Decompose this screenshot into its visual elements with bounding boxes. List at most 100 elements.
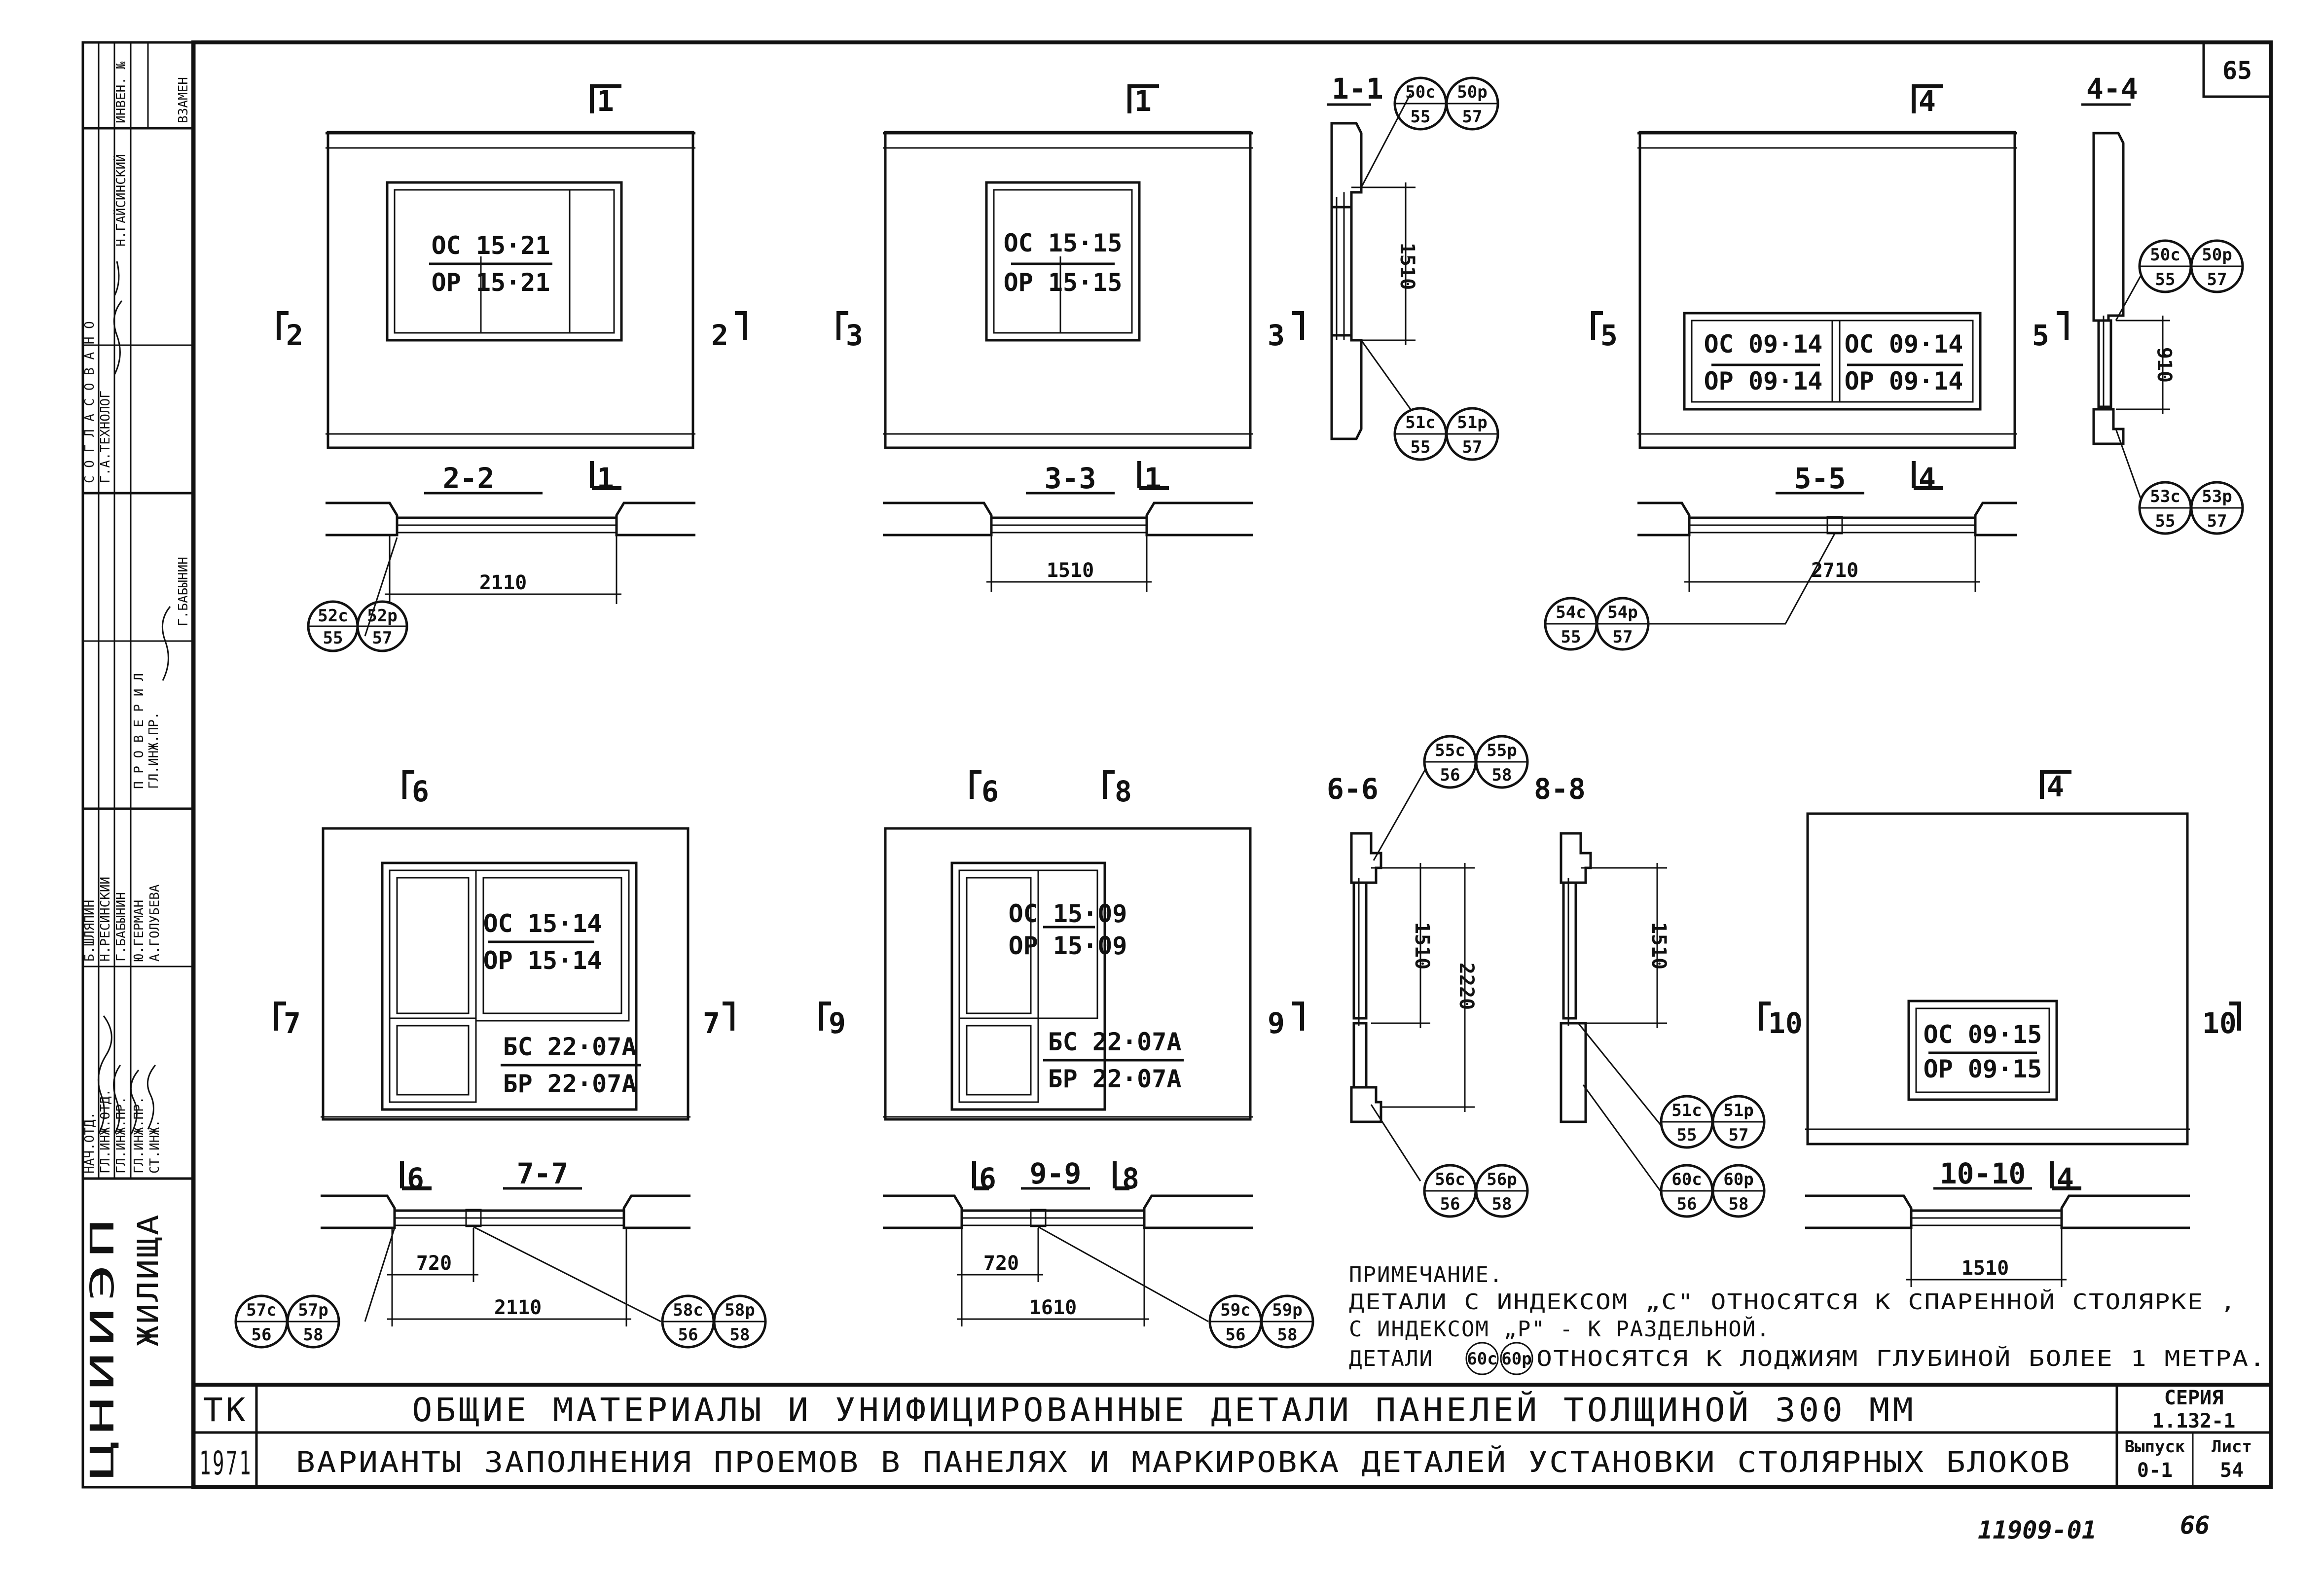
section-6-6: 6-6 1510 2220 55с 56 55р 58 56с 56 56р 5… bbox=[1327, 735, 1529, 1218]
panel-3-section-label: 5-5 bbox=[1794, 462, 1846, 495]
panel-5-section-cut-right: 8 bbox=[1122, 1162, 1139, 1195]
series-value: 1.132-1 bbox=[2152, 1410, 2236, 1432]
bubble-55p-top: 55р bbox=[1487, 741, 1517, 760]
tk-label: ТК bbox=[203, 1391, 248, 1429]
panel-4-section-cut: 6 bbox=[407, 1162, 424, 1195]
note-badge-60p: 60р bbox=[1501, 1349, 1531, 1369]
stamp-change: ВЗАМЕН bbox=[176, 77, 191, 123]
panel-5-cut-left: 9 bbox=[829, 1006, 846, 1040]
archive-page: 66 bbox=[2180, 1511, 2210, 1539]
archive-number: 11909-01 bbox=[1978, 1516, 2097, 1544]
stamp-inv: ИНВЕН. № bbox=[114, 61, 129, 123]
bubble-50p-1-top: 50р bbox=[1457, 82, 1487, 102]
bubble-51p-1-bottom: 57 bbox=[1462, 437, 1483, 457]
bubble-56c-bottom: 56 bbox=[1440, 1194, 1460, 1214]
bubble-56p-bottom: 58 bbox=[1492, 1194, 1512, 1214]
panel-3-mark-2: ОР 09·14 bbox=[1704, 367, 1823, 395]
signature-7 bbox=[161, 606, 171, 681]
note-line-2: С ИНДЕКСОМ „Р" - К РАЗДЕЛЬНОЙ. bbox=[1349, 1316, 1771, 1342]
signature-5 bbox=[113, 300, 123, 375]
note-line-1: ДЕТАЛИ С ИНДЕКСОМ „С" ОТНОСЯТСЯ К СПАРЕН… bbox=[1349, 1289, 2237, 1315]
bubble-57c-top: 57с bbox=[246, 1300, 276, 1320]
panel-5-cut-top: 6 bbox=[981, 775, 999, 808]
bubble-50p-1-bottom: 57 bbox=[1462, 107, 1483, 127]
panel-1-dimension: 2110 bbox=[479, 572, 527, 594]
panel-5-cut-top-2: 8 bbox=[1115, 775, 1132, 808]
bubble-54p-bottom: 57 bbox=[1613, 627, 1633, 647]
panel-3-section-cut: 4 bbox=[1919, 462, 1936, 495]
stamp-name-1: Б.ШЛЯПИН bbox=[82, 900, 97, 962]
panel-4: ОС 15·14 ОР 15·14 БС 22·07А БР 22·07А 6 … bbox=[234, 770, 767, 1349]
org-suffix: ЖИЛИЩА bbox=[131, 1213, 165, 1346]
panel-4-dimension-small: 720 bbox=[416, 1252, 452, 1275]
bubble-50c-2-bottom: 55 bbox=[2155, 270, 2176, 289]
panel-1-mark-2: ОР 15·21 bbox=[432, 268, 550, 297]
panel-3-cut-left: 5 bbox=[1600, 319, 1618, 352]
signature-4 bbox=[146, 1065, 156, 1130]
bubble-59c-bottom: 56 bbox=[1226, 1325, 1246, 1345]
stamp-checked-row-1: ГЛ.ИНЖ.ПР. bbox=[146, 712, 161, 789]
panel-4-mark-3: БС 22·07А bbox=[503, 1033, 637, 1061]
stamp-agreed-row-1: Г.А.ТЕХНОЛОГ bbox=[98, 391, 113, 483]
sheet-frame bbox=[81, 40, 2273, 1489]
bubble-58p-bottom: 58 bbox=[730, 1325, 750, 1345]
panel-5-section-label: 9-9 bbox=[1030, 1157, 1082, 1190]
bubble-59p-top: 59р bbox=[1272, 1300, 1302, 1320]
panel-2-section-cut: 1 bbox=[1144, 462, 1162, 495]
sheet-label: Лист bbox=[2212, 1437, 2252, 1457]
section-4-4-dimension: 910 bbox=[2153, 347, 2176, 383]
stamp-role-4: ГЛ.ИНЖ.ПР. bbox=[132, 1096, 146, 1174]
panel-6-cut-right: 10 bbox=[2202, 1006, 2237, 1040]
panel-3-cut-right: 5 bbox=[2032, 319, 2049, 352]
bubble-54c-bottom: 55 bbox=[1561, 627, 1581, 647]
stamp-role-3: ГЛ.ИНЖ.ПР. bbox=[114, 1096, 129, 1174]
series-label: СЕРИЯ bbox=[2164, 1387, 2223, 1409]
bubble-56p-top: 56р bbox=[1487, 1170, 1517, 1189]
panel-5-dimension-small: 720 bbox=[983, 1252, 1019, 1275]
section-4-4-label: 4-4 bbox=[2086, 72, 2138, 106]
bubble-50c-1-bottom: 55 bbox=[1411, 107, 1431, 127]
panel-2: ОС 15·15 ОР 15·15 1 3 3 3-3 1 1510 bbox=[836, 84, 1304, 592]
stamp-name-4: Ю.ГЕРМАН bbox=[132, 900, 146, 962]
title-sub: ВАРИАНТЫ ЗАПОЛНЕНИЯ ПРОЕМОВ В ПАНЕЛЯХ И … bbox=[296, 1445, 2071, 1479]
bubble-52p-bottom: 57 bbox=[372, 628, 393, 648]
page-number-box: 65 bbox=[2202, 41, 2272, 98]
panel-4-mark-1: ОС 15·14 bbox=[483, 909, 602, 938]
panel-1-section-label: 2-2 bbox=[443, 462, 495, 495]
bubble-51p-2-bottom: 57 bbox=[1729, 1125, 1749, 1145]
bubble-50p-2-top: 50р bbox=[2202, 245, 2232, 265]
section-8-8: 8-8 1510 51с 55 51р 57 60с 56 60р 58 bbox=[1534, 772, 1766, 1218]
panel-6-dimension: 1510 bbox=[1961, 1257, 2009, 1280]
bubble-51c-1-bottom: 55 bbox=[1411, 437, 1431, 457]
panel-5-section-cut-left: 6 bbox=[979, 1162, 996, 1195]
bubble-53c-top: 53с bbox=[2150, 487, 2180, 506]
panel-5-cut-right: 9 bbox=[1268, 1006, 1285, 1040]
panel-6-mark-1: ОС 09·15 bbox=[1924, 1020, 2042, 1049]
bubble-53p-bottom: 57 bbox=[2207, 511, 2227, 531]
section-6-6-dimension-1: 1510 bbox=[1411, 922, 1433, 969]
bubble-52c-bottom: 55 bbox=[323, 628, 343, 648]
panel-4-cut-right: 7 bbox=[703, 1006, 720, 1040]
panel-2-mark-2: ОР 15·15 bbox=[1004, 268, 1123, 297]
panel-5-mark-3: БС 22·07А bbox=[1048, 1028, 1182, 1056]
bubble-52c-top: 52с bbox=[318, 606, 348, 626]
panel-6-cut-left: 10 bbox=[1768, 1006, 1803, 1040]
stamp-role-5: СТ.ИНЖ. bbox=[147, 1119, 162, 1174]
panel-6: ОС 09·15 ОР 09·15 4 10 10 10-10 4 1510 bbox=[1759, 770, 2241, 1287]
stamp-agreed-row-2: Н.ГАЙСИНСКИЙ bbox=[113, 154, 129, 247]
panel-2-section-label: 3-3 bbox=[1045, 462, 1096, 495]
bubble-56c-top: 56с bbox=[1435, 1170, 1465, 1189]
signature-1 bbox=[97, 1015, 112, 1135]
section-1-1: 1-1 1510 50с 55 50р 57 51с 55 51р 57 bbox=[1327, 72, 1499, 461]
bubble-53p-top: 53р bbox=[2202, 487, 2232, 506]
panel-1-cut-right: 2 bbox=[711, 319, 728, 352]
panel-2-cut-left: 3 bbox=[846, 319, 863, 352]
panel-4-mark-4: БР 22·07А bbox=[503, 1070, 637, 1098]
panel-6-cut-top: 4 bbox=[2047, 770, 2064, 803]
panel-4-section-label: 7-7 bbox=[517, 1157, 569, 1190]
panel-6-mark-2: ОР 09·15 bbox=[1924, 1055, 2042, 1083]
note-block: ПРИМЕЧАНИЕ. ДЕТАЛИ С ИНДЕКСОМ „С" ОТНОСЯ… bbox=[1349, 1262, 2265, 1375]
bubble-54c-top: 54с bbox=[1556, 603, 1586, 622]
bubble-50p-2-bottom: 57 bbox=[2207, 270, 2227, 289]
